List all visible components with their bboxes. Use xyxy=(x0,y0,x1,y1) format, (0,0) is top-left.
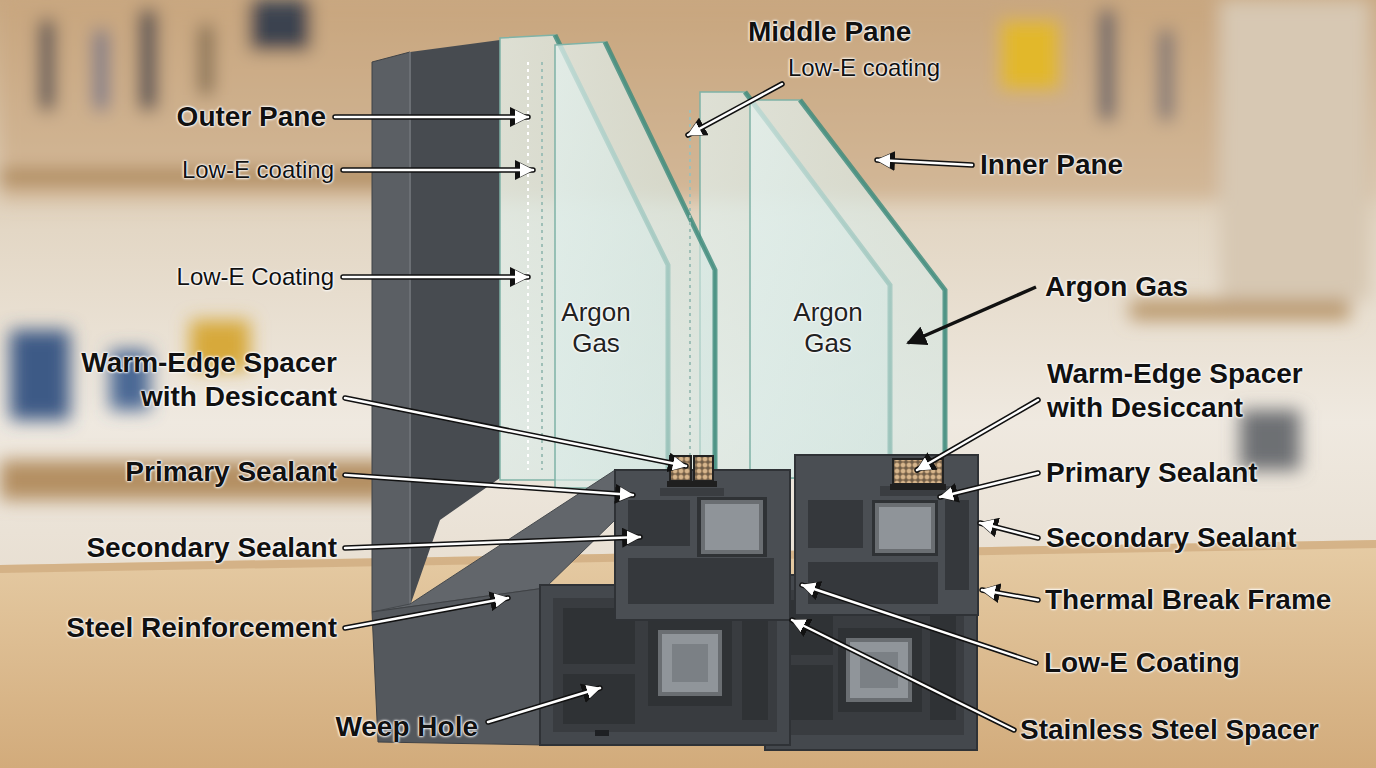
weep-hole xyxy=(595,730,609,736)
part-label: Argon Gas xyxy=(1045,270,1188,304)
glass-pane xyxy=(750,100,945,478)
sash-profile xyxy=(615,470,790,620)
sealant xyxy=(890,484,946,490)
part-label: Secondary Sealant xyxy=(86,531,337,565)
steel-reinforcement xyxy=(703,502,761,552)
gas-label: Argon Gas xyxy=(782,297,874,359)
steel-reinforcement xyxy=(848,640,910,700)
part-label: Secondary Sealant xyxy=(1046,521,1297,555)
coating-line xyxy=(689,110,691,470)
glass-edge xyxy=(605,42,715,488)
part-label: Low-E coating xyxy=(788,54,940,83)
part-label: Stainless Steel Spacer xyxy=(1020,713,1319,747)
coating-line xyxy=(527,62,529,470)
part-label: Low-E coating xyxy=(182,156,334,185)
glass-pane xyxy=(555,42,715,488)
gas-label: Argon Gas xyxy=(550,297,642,359)
part-label: Outer Pane xyxy=(177,100,326,134)
coating-line xyxy=(541,62,543,470)
part-label: Middle Pane xyxy=(748,15,911,49)
table-top xyxy=(0,540,1376,768)
part-label: Warm-Edge Spacer with Desiccant xyxy=(1047,357,1319,424)
glass-panes xyxy=(500,35,945,488)
leader-line xyxy=(908,287,1036,343)
frame-jamb xyxy=(372,40,500,612)
part-label: Low-E Coating xyxy=(1044,646,1240,680)
leader-outline xyxy=(335,84,1038,730)
part-label: Thermal Break Frame xyxy=(1045,583,1331,617)
part-label: Primary Sealant xyxy=(1046,456,1258,490)
part-label: Steel Reinforcement xyxy=(66,611,337,645)
glass-edge xyxy=(800,100,945,478)
part-label: Inner Pane xyxy=(980,148,1123,182)
warm-edge-spacers xyxy=(667,456,946,490)
part-label: Primary Sealant xyxy=(125,455,337,489)
blurred-tools xyxy=(0,0,1376,500)
steel-reinforcement xyxy=(877,505,933,551)
sealant xyxy=(667,481,717,487)
part-label: Warm-Edge Spacer with Desiccant xyxy=(65,346,337,413)
leader-line xyxy=(335,84,1038,730)
steel-reinforcement xyxy=(660,632,720,694)
part-label: Low-E Coating xyxy=(177,263,334,292)
part-label: Weep Hole xyxy=(335,710,478,744)
